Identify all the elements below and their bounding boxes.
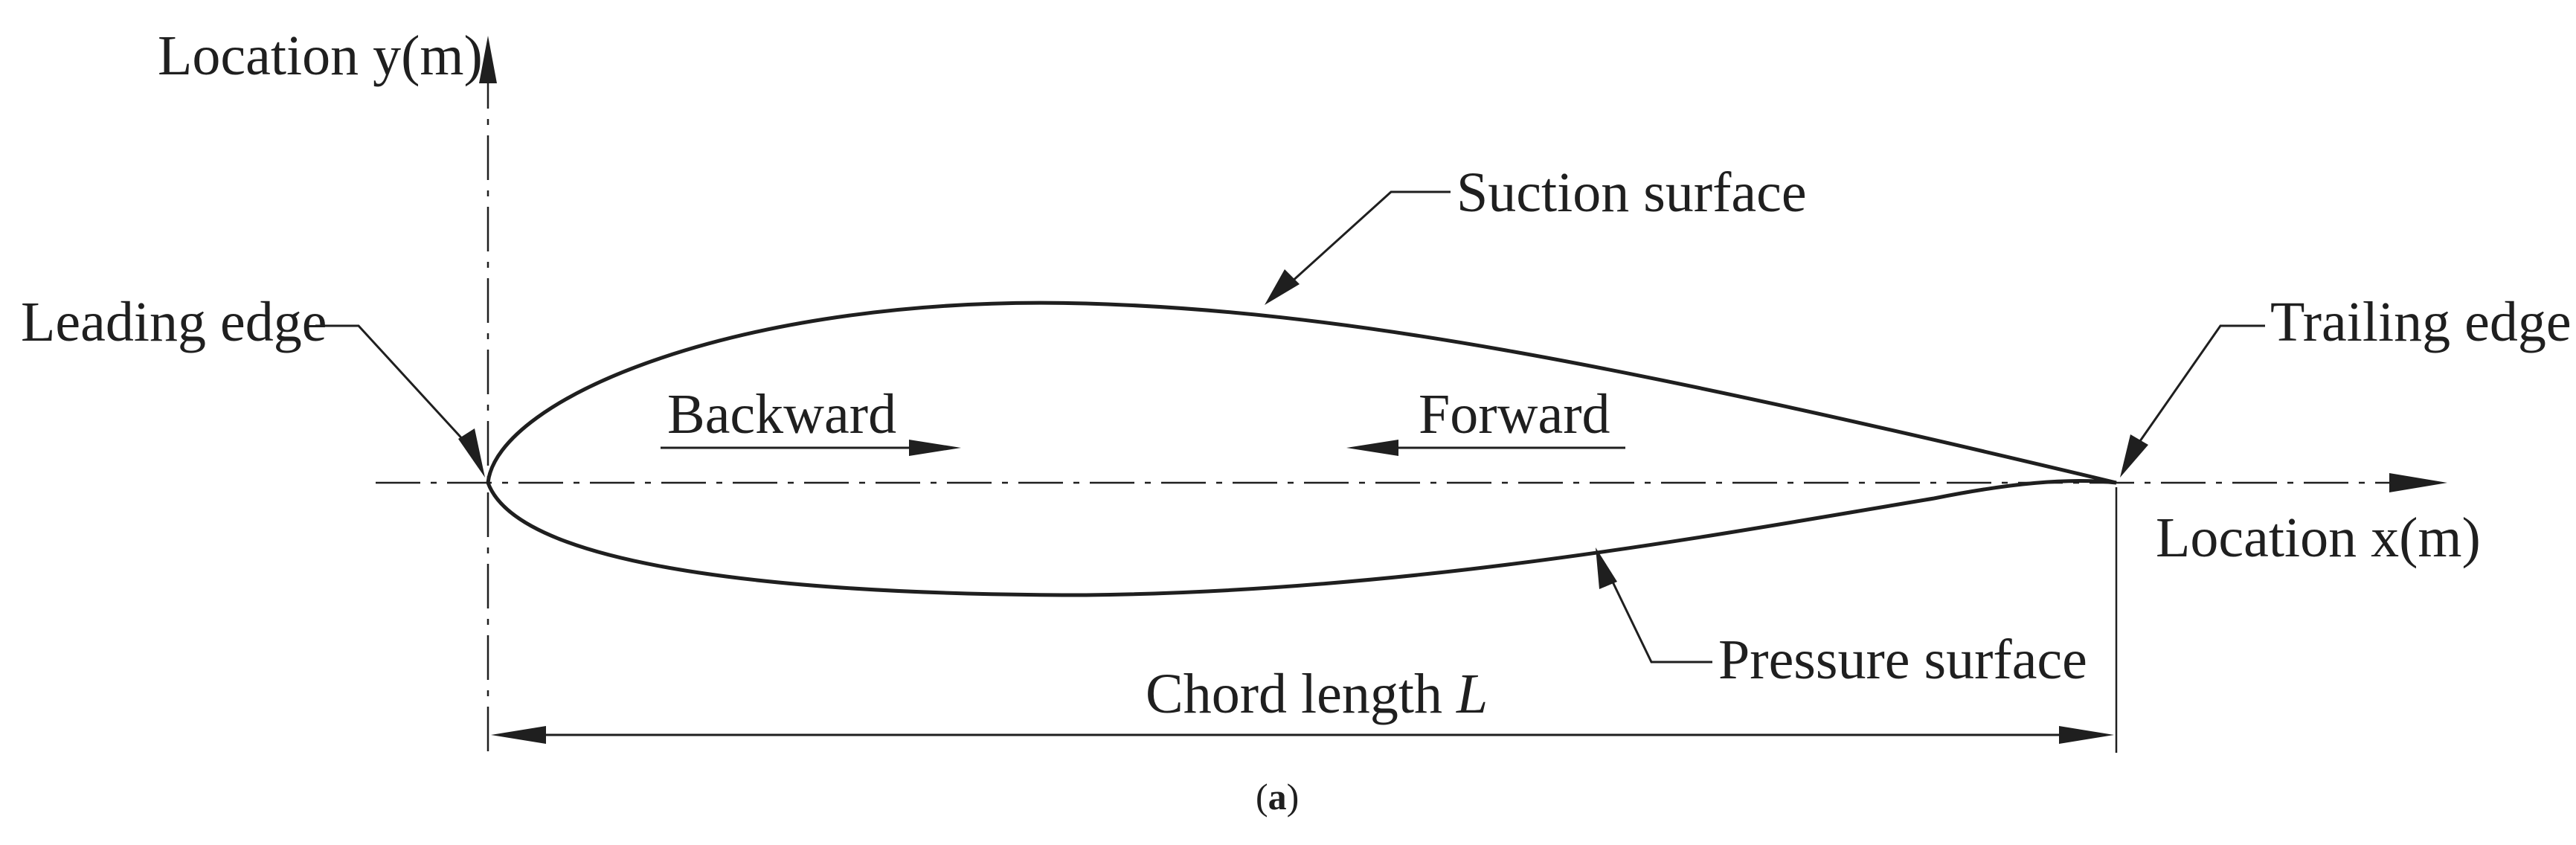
y-axis-arrowhead bbox=[479, 36, 497, 83]
panel-label-letter: a bbox=[1268, 776, 1287, 817]
backward-label: Backward bbox=[667, 383, 896, 446]
panel-label-open: ( bbox=[1256, 776, 1268, 817]
trailing-edge-leader-line bbox=[2135, 324, 2265, 447]
pressure-surface-annotation: Pressure surface bbox=[1596, 547, 2087, 691]
trailing-edge-arrowhead bbox=[2120, 434, 2148, 478]
leading-edge-annotation: Leading edge bbox=[21, 291, 485, 478]
chord-length-text: Chord length bbox=[1146, 663, 1456, 725]
panel-label-close: ) bbox=[1287, 776, 1300, 817]
leading-edge-leader-line bbox=[315, 324, 476, 454]
suction-surface-annotation: Suction surface bbox=[1265, 161, 1807, 305]
chord-right-arrowhead bbox=[2059, 726, 2114, 744]
x-axis: Location x(m) bbox=[376, 473, 2481, 569]
trailing-edge-annotation: Trailing edge bbox=[2120, 291, 2572, 478]
trailing-edge-label: Trailing edge bbox=[2270, 291, 2572, 353]
suction-surface-label: Suction surface bbox=[1456, 161, 1807, 224]
backward-arrowhead bbox=[909, 440, 961, 456]
y-axis: Location y(m) bbox=[158, 25, 497, 751]
chord-left-arrowhead bbox=[491, 726, 546, 744]
y-axis-label: Location y(m) bbox=[158, 25, 483, 87]
forward-annotation: Forward bbox=[1346, 383, 1625, 456]
chord-length-symbol: L bbox=[1456, 663, 1488, 725]
pressure-surface-arrowhead bbox=[1596, 547, 1617, 589]
chord-length-label: Chord length L bbox=[1146, 663, 1488, 725]
chord-length-dimension: Chord length L bbox=[491, 663, 2114, 744]
panel-label: (a) bbox=[1256, 776, 1299, 817]
leading-edge-label: Leading edge bbox=[21, 291, 327, 353]
pressure-surface-label: Pressure surface bbox=[1718, 629, 2087, 691]
x-axis-arrowhead bbox=[2389, 473, 2447, 492]
suction-surface-curve bbox=[486, 301, 2117, 485]
pressure-surface-curve bbox=[486, 479, 2117, 597]
backward-annotation: Backward bbox=[661, 383, 961, 456]
forward-arrowhead bbox=[1346, 440, 1398, 456]
leading-edge-arrowhead bbox=[458, 428, 485, 478]
x-axis-label: Location x(m) bbox=[2156, 507, 2481, 569]
airfoil-profile bbox=[486, 301, 2117, 597]
forward-label: Forward bbox=[1419, 383, 1610, 446]
suction-surface-leader-line bbox=[1289, 190, 1451, 284]
suction-surface-arrowhead bbox=[1265, 269, 1300, 305]
pressure-surface-leader-line bbox=[1607, 572, 1712, 664]
